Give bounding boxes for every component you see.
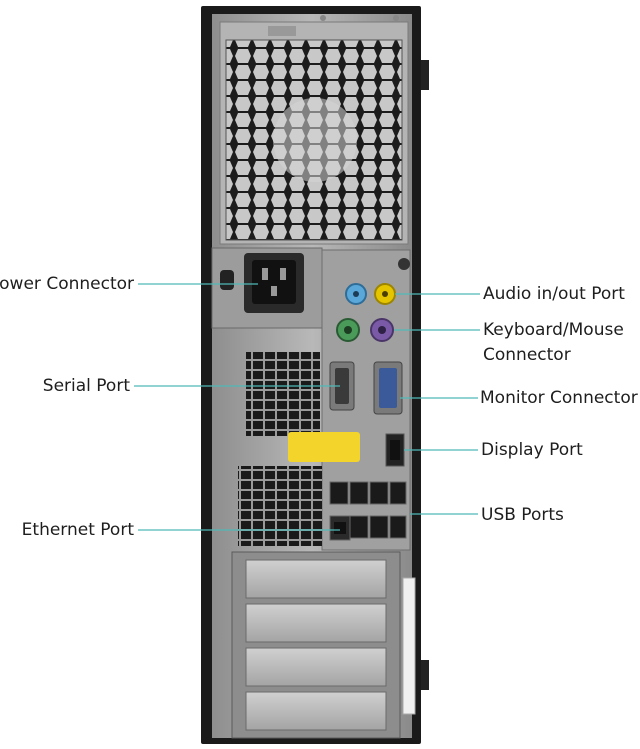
leader-lines xyxy=(134,283,480,531)
display-port-connector xyxy=(385,433,405,467)
usb-ports-connectors xyxy=(329,481,407,539)
label-keyboard-mouse-line1: Keyboard/Mouse xyxy=(483,320,624,340)
ethernet-port-connector xyxy=(329,515,351,541)
yellow-sticker xyxy=(288,432,360,462)
label-monitor-connector: Monitor Connector xyxy=(480,388,638,408)
power-connector-socket xyxy=(244,253,304,313)
label-power-connector: Power Connector xyxy=(0,274,134,294)
power-supply xyxy=(219,15,409,245)
label-audio-port: Audio in/out Port xyxy=(483,284,625,304)
ps2-ports xyxy=(336,318,394,342)
audio-jacks xyxy=(345,283,396,305)
upper-vent xyxy=(246,352,320,436)
label-ethernet-port: Ethernet Port xyxy=(21,520,134,540)
label-keyboard-mouse-line2: Connector xyxy=(483,345,571,365)
label-display-port: Display Port xyxy=(481,440,583,460)
label-serial-port: Serial Port xyxy=(42,376,130,396)
lower-vent xyxy=(238,466,322,546)
expansion-slots xyxy=(231,551,416,739)
serial-port-connector xyxy=(329,361,355,411)
psu-plate xyxy=(211,247,323,329)
vga-connector xyxy=(373,361,403,415)
label-usb-ports: USB Ports xyxy=(481,505,564,525)
